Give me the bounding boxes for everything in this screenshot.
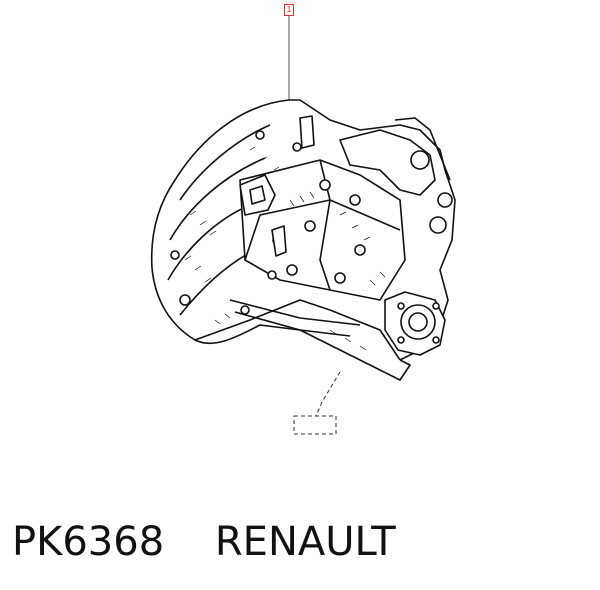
dashed-leader	[315, 371, 341, 417]
caption: PK6368 RENAULT	[12, 512, 396, 572]
gearbox-diagram	[150, 16, 456, 435]
transmission-drawing	[150, 99, 456, 381]
dashed-reference-box	[293, 415, 337, 435]
reference-marker[interactable]: 1	[284, 4, 294, 16]
part-number: PK6368	[12, 519, 165, 565]
brand-name: RENAULT	[214, 519, 396, 565]
